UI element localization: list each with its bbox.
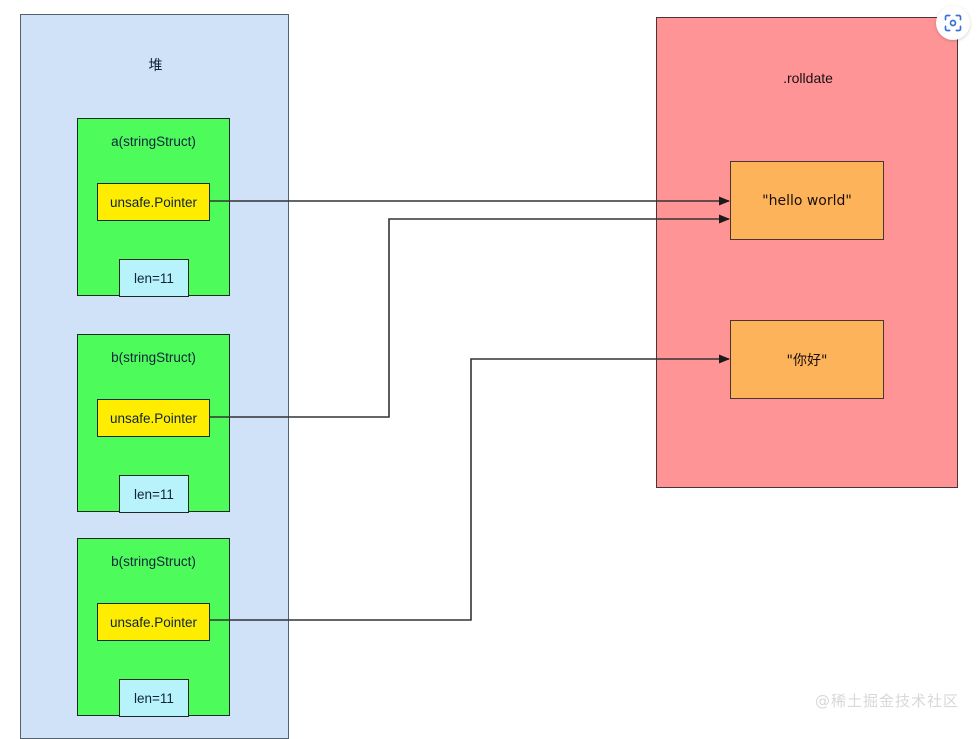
- struct-box-b1: b(stringStruct) unsafe.Pointer len=11: [77, 334, 230, 513]
- unsafe-pointer-field: unsafe.Pointer: [97, 603, 210, 641]
- len-field: len=11: [119, 679, 189, 717]
- struct-box-a: a(stringStruct) unsafe.Pointer len=11: [77, 118, 230, 297]
- string-literal-box-nihao: "你好": [730, 320, 884, 399]
- struct-title: a(stringStruct): [111, 134, 196, 149]
- len-field: len=11: [119, 259, 189, 297]
- unsafe-pointer-field: unsafe.Pointer: [97, 183, 210, 221]
- unsafe-pointer-field: unsafe.Pointer: [97, 399, 210, 437]
- struct-title: b(stringStruct): [111, 554, 196, 569]
- arrow-b1-to-hello-world: [209, 214, 730, 418]
- scan-capture-button[interactable]: [936, 6, 970, 40]
- string-literal-box-hello-world: "hello world": [730, 161, 884, 240]
- heap-panel-title: 堆: [148, 58, 163, 74]
- rolldate-panel: .rolldate: [656, 17, 958, 488]
- struct-title: b(stringStruct): [111, 350, 196, 365]
- scan-capture-icon: [944, 14, 962, 32]
- struct-box-b2: b(stringStruct) unsafe.Pointer len=11: [77, 538, 230, 717]
- len-field: len=11: [119, 475, 189, 513]
- rolldate-panel-title: .rolldate: [783, 70, 833, 86]
- watermark-text: @稀土掘金技术社区: [814, 692, 959, 710]
- arrow-b2-to-nihao: [209, 354, 730, 621]
